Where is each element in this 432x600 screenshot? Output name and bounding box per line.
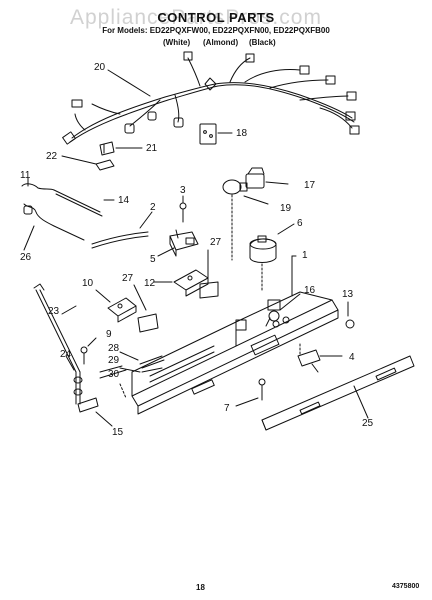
callout-22: 22 (46, 151, 58, 162)
hinge-hardware-parts-28-29-30 (99, 351, 165, 399)
callout-27a: 27 (210, 237, 222, 248)
sensor-assembly (21, 177, 115, 251)
variant-white: (White) (163, 38, 191, 47)
page-number: 18 (196, 583, 205, 592)
clip-part-15 (77, 397, 113, 427)
grommet-part-21 (99, 141, 143, 156)
document-number: 4375800 (392, 583, 420, 590)
tubing-part-2 (91, 211, 153, 249)
diagram-title: CONTROL PARTS (157, 10, 275, 25)
callout-3: 3 (180, 185, 186, 196)
label-part-27-lower (133, 284, 159, 333)
callout-18: 18 (236, 128, 248, 139)
callout-25: 25 (362, 418, 374, 429)
trim-strip-part-25 (261, 343, 415, 431)
callout-17: 17 (304, 180, 316, 191)
thermostat-part-6 (249, 223, 295, 291)
callout-7: 7 (224, 403, 230, 414)
callout-12: 12 (144, 278, 156, 289)
clip-part-22 (61, 155, 115, 171)
callout-28: 28 (108, 343, 120, 354)
control-housing-part-1 (131, 255, 339, 415)
light-bulb-part-19 (222, 179, 269, 261)
wire-harness-part-20 (62, 51, 360, 145)
bracket-part-12 (153, 269, 209, 297)
variant-almond: (Almond) (203, 38, 239, 47)
callout-10: 10 (82, 278, 94, 289)
screw-part-7 (235, 378, 266, 407)
bracket-part-10 (95, 289, 137, 323)
callout-24: 24 (60, 349, 72, 360)
callout-2: 2 (150, 202, 156, 213)
callout-5: 5 (150, 254, 156, 265)
variant-black: (Black) (249, 38, 276, 47)
model-list: For Models: ED22PQXFW00, ED22PQXFN00, ED… (102, 26, 330, 35)
watermark: AppliancePartsPros.com (70, 6, 322, 29)
callout-21: 21 (146, 143, 158, 154)
screw-part-3 (179, 195, 187, 223)
callout-20: 20 (94, 62, 106, 73)
callout-11: 11 (20, 170, 31, 181)
callout-13: 13 (342, 289, 354, 300)
callout-6: 6 (297, 218, 303, 229)
screw-part-13 (345, 301, 355, 329)
callout-4: 4 (349, 352, 355, 363)
callout-14: 14 (118, 195, 130, 206)
callout-19: 19 (280, 203, 292, 214)
screw-part-9 (80, 337, 97, 365)
callout-1: 1 (302, 250, 308, 261)
callout-29: 29 (108, 355, 120, 366)
knob-part-16 (265, 293, 301, 327)
bushing-part-24 (65, 355, 83, 405)
rod-part-23 (33, 283, 81, 373)
callout-27b: 27 (122, 273, 134, 284)
label-part-27-upper (199, 249, 219, 299)
callout-30: 30 (108, 369, 120, 380)
callout-26: 26 (20, 252, 32, 263)
bracket-part-4 (297, 349, 343, 373)
callout-labels: 20 18 21 22 11 14 3 17 19 2 6 27 5 26 1 … (20, 62, 374, 438)
switch-part-5 (157, 229, 199, 257)
plate-part-18 (199, 123, 233, 145)
lamp-socket-part-17 (245, 167, 289, 189)
callout-15: 15 (112, 427, 124, 438)
callout-16: 16 (304, 285, 316, 296)
callout-9: 9 (106, 329, 112, 340)
callout-23: 23 (48, 306, 60, 317)
